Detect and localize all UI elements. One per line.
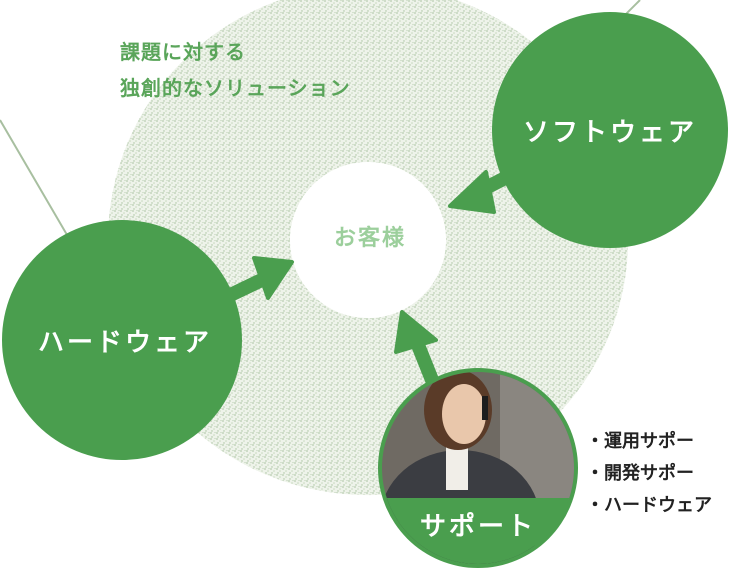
- support-item-hardware: ハードウェア: [586, 490, 712, 522]
- support-service-list: 運用サポー 開発サポー ハードウェア: [586, 426, 712, 522]
- support-label: サポート: [419, 512, 536, 542]
- tagline: 課題に対する 独創的なソリューション: [120, 34, 351, 106]
- customer-center-circle: [290, 162, 446, 318]
- customer-label: お客様: [333, 226, 406, 251]
- software-label: ソフトウェア: [522, 118, 697, 148]
- support-item-operation: 運用サポー: [586, 426, 712, 458]
- decorative-line-left: [0, 119, 71, 241]
- hardware-circle: [2, 220, 242, 460]
- software-circle: [492, 12, 728, 248]
- support-item-development: 開発サポー: [586, 458, 712, 490]
- support-circle: [378, 368, 578, 568]
- tagline-line-2: 独創的なソリューション: [120, 76, 351, 100]
- hardware-label: ハードウェア: [37, 328, 212, 358]
- tagline-line-1: 課題に対する: [120, 40, 246, 64]
